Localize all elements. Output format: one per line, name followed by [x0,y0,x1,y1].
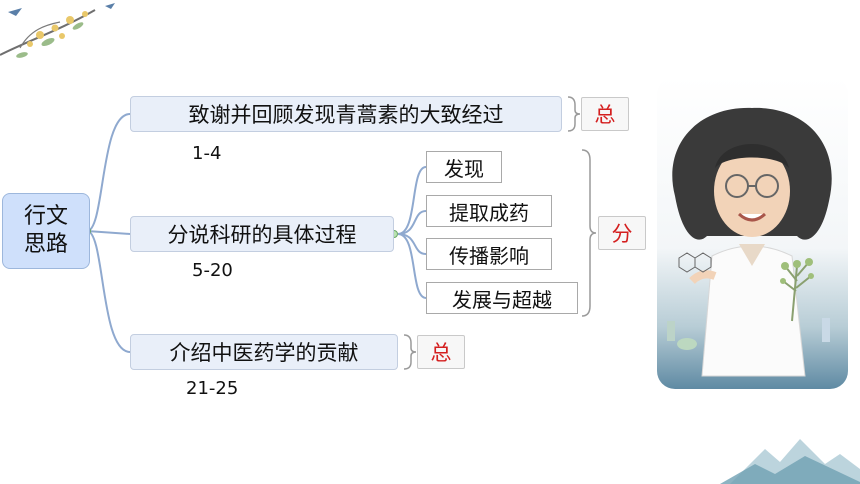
summary-tag-2: 分 [598,216,646,250]
branch-node-3[interactable]: 介绍中医药学的贡献 [130,334,398,370]
sub-node-development[interactable]: 发展与超越 [426,282,578,314]
paragraph-range-2: 5-20 [192,260,233,281]
scientist-portrait-illustration [657,76,848,389]
sub-node-spread[interactable]: 传播影响 [426,238,552,270]
sub-node-discovery[interactable]: 发现 [426,151,502,183]
root-label-line1: 行文 [23,204,68,229]
mountain-landscape-decoration [720,439,860,484]
portrait-svg [657,76,848,389]
branch-node-1[interactable]: 致谢并回顾发现青蒿素的大致经过 [130,96,562,132]
branch-node-2[interactable]: 分说科研的具体过程 [130,216,394,252]
sub-node-extraction[interactable]: 提取成药 [426,195,552,227]
blossom-branch-decoration [0,3,115,58]
paragraph-range-1: 1-4 [192,143,222,164]
root-node[interactable]: 行文 思路 [2,193,90,269]
summary-tag-3: 总 [417,335,465,369]
summary-tag-1: 总 [581,97,629,131]
paragraph-range-3: 21-25 [186,378,239,399]
root-label-line2: 思路 [23,232,68,257]
